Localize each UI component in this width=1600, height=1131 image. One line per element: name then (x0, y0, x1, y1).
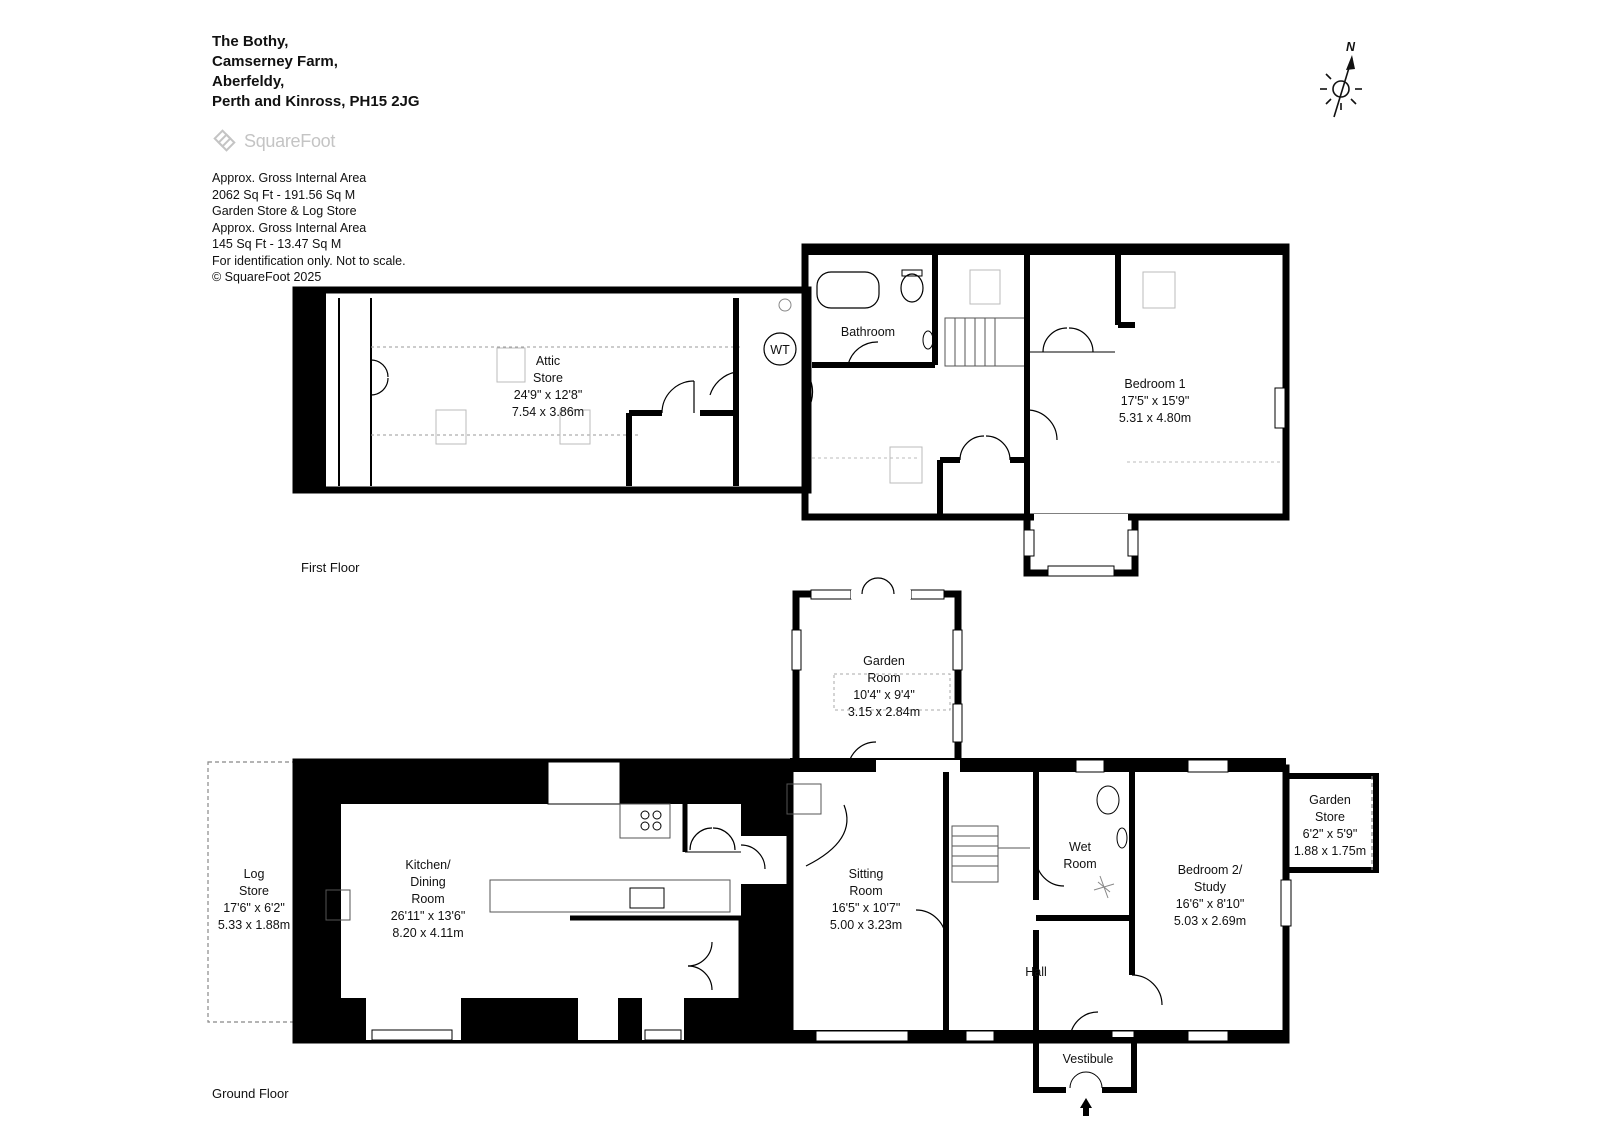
sitting-label-2: Room (849, 884, 882, 898)
garden-store-label-1: Garden (1309, 793, 1351, 807)
logo-wordmark: SquareFoot (244, 130, 336, 151)
log-label-1: Log (244, 867, 265, 881)
compass-n-label: N (1346, 40, 1356, 54)
kitchen-dim-metric: 8.20 x 4.11m (392, 926, 463, 940)
garden-store-dim-imperial: 6'2" x 5'9" (1303, 827, 1358, 841)
first-floor-plan (292, 243, 1290, 577)
address-line: Camserney Farm, (212, 53, 338, 70)
hall-label: Hall (1025, 965, 1047, 979)
garden-store-label-2: Store (1315, 810, 1345, 824)
squarefoot-logo: SquareFoot (212, 127, 335, 155)
water-tank-icon (763, 332, 797, 366)
attic-label-2: Store (533, 371, 563, 385)
bedroom2-dim-imperial: 16'6" x 8'10" (1176, 897, 1245, 911)
wet-room-label-2: Room (1063, 857, 1096, 871)
first-floor-main-walls (801, 243, 1290, 521)
sitting-label-1: Sitting (849, 867, 884, 881)
wet-room-label-1: Wet (1069, 840, 1092, 854)
log-label-2: Store (239, 884, 269, 898)
area-info-line: 145 Sq Ft - 13.47 Sq M (212, 237, 342, 251)
bedroom1-dim-imperial: 17'5" x 15'9" (1121, 394, 1190, 408)
log-dim-metric: 5.33 x 1.88m (218, 918, 290, 932)
bedroom2-dim-metric: 5.03 x 2.69m (1174, 914, 1246, 928)
garden-room-dim-imperial: 10'4" x 9'4" (853, 688, 915, 702)
garden-room-label-1: Garden (863, 654, 905, 668)
area-info-line: © SquareFoot 2025 (212, 270, 322, 284)
area-info: Approx. Gross Internal Area 2062 Sq Ft -… (212, 170, 406, 286)
area-info-line: Approx. Gross Internal Area (212, 171, 367, 185)
address-block: The Bothy, Camserney Farm, Aberfeldy, Pe… (212, 32, 420, 112)
wt-label: WT (770, 343, 790, 357)
bedroom1-label: Bedroom 1 (1124, 377, 1185, 391)
area-info-line: Approx. Gross Internal Area (212, 220, 367, 235)
ground-floor-plan (207, 577, 1379, 1116)
first-floor-label: First Floor (301, 560, 360, 575)
toilet-icon (900, 273, 924, 303)
area-info-line: Garden Store & Log Store (212, 204, 357, 218)
ground-floor-label: Ground Floor (212, 1086, 289, 1101)
bedroom2-label-2: Study (1194, 880, 1227, 894)
kitchen-label-3: Room (411, 892, 444, 906)
bedroom1-dim-metric: 5.31 x 4.80m (1119, 411, 1191, 425)
address-line: The Bothy, (212, 33, 289, 50)
address-line: Perth and Kinross, PH15 2JG (212, 93, 420, 110)
area-info-line: 2062 Sq Ft - 191.56 Sq M (212, 187, 356, 202)
garden-store-walls (1283, 773, 1379, 873)
vestibule-label: Vestibule (1063, 1052, 1114, 1066)
room-labels: Attic Store 24'9" x 12'8" 7.54 x 3.86m W… (218, 325, 1366, 1066)
attic-label-1: Attic (536, 354, 560, 368)
bedroom2-label-1: Bedroom 2/ (1178, 863, 1243, 877)
kitchen-label-1: Kitchen/ (405, 858, 451, 872)
entrance-arrow-icon (1080, 1098, 1092, 1108)
sitting-dim-metric: 5.00 x 3.23m (830, 918, 902, 932)
sitting-dim-imperial: 16'5" x 10'7" (832, 901, 901, 915)
bathroom-label: Bathroom (841, 325, 895, 339)
garden-store-dim-metric: 1.88 x 1.75m (1294, 844, 1366, 858)
compass-icon (1320, 55, 1362, 118)
attic-dim-imperial: 24'9" x 12'8" (514, 388, 583, 402)
address-line: Aberfeldy, (212, 73, 285, 90)
log-dim-imperial: 17'6" x 6'2" (223, 901, 285, 915)
area-info-line: For identification only. Not to scale. (212, 253, 406, 268)
kitchen-dim-imperial: 26'11" x 13'6" (391, 909, 466, 923)
attic-dim-metric: 7.54 x 3.86m (512, 405, 584, 419)
squarefoot-logo-icon (213, 129, 236, 152)
attic-gable-wall (296, 290, 326, 490)
bath-icon (816, 271, 880, 309)
garden-room-label-2: Room (867, 671, 900, 685)
kitchen-label-2: Dining (410, 875, 445, 889)
garden-room-dim-metric: 3.15 x 2.84m (848, 705, 920, 719)
